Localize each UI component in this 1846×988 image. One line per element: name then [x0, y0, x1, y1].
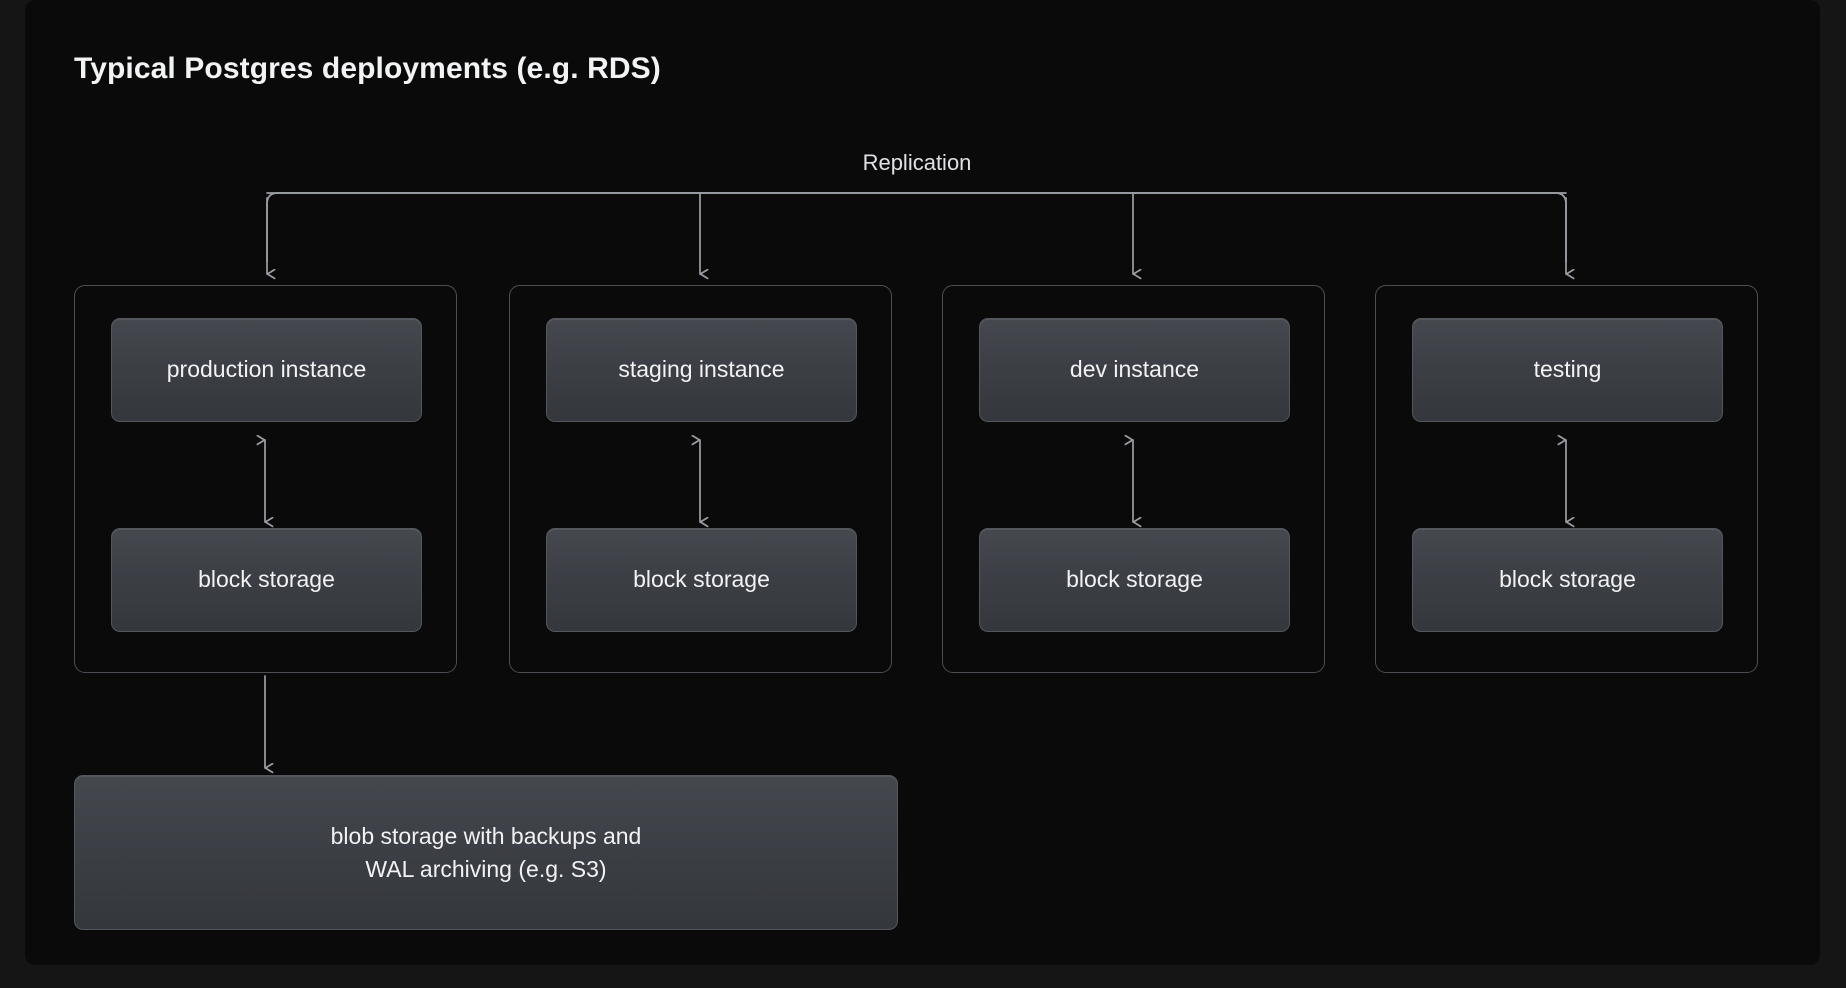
node-blob-storage-label: blob storage with backups and WAL archiv… — [330, 822, 642, 882]
node-dev-block-storage-label: block storage — [1066, 566, 1203, 593]
node-dev-instance-label: dev instance — [1069, 356, 1200, 383]
node-staging-instance-label: staging instance — [618, 356, 785, 383]
env-group-production: production instance block storage — [74, 285, 457, 673]
env-group-dev: dev instance block storage — [942, 285, 1325, 673]
node-testing-instance-label: testing — [1533, 356, 1602, 383]
node-blob-storage[interactable]: blob storage with backups and WAL archiv… — [74, 775, 898, 930]
node-production-instance[interactable]: production instance — [111, 318, 422, 422]
node-production-block-storage[interactable]: block storage — [111, 528, 422, 632]
node-staging-instance[interactable]: staging instance — [546, 318, 857, 422]
node-production-block-storage-label: block storage — [198, 566, 335, 593]
env-group-testing: testing block storage — [1375, 285, 1758, 673]
page-title: Typical Postgres deployments (e.g. RDS) — [74, 52, 661, 85]
node-dev-instance[interactable]: dev instance — [979, 318, 1290, 422]
node-staging-block-storage-label: block storage — [633, 566, 770, 593]
node-testing-instance[interactable]: testing — [1412, 318, 1723, 422]
node-testing-block-storage[interactable]: block storage — [1412, 528, 1723, 632]
env-group-staging: staging instance block storage — [509, 285, 892, 673]
node-staging-block-storage[interactable]: block storage — [546, 528, 857, 632]
node-testing-block-storage-label: block storage — [1499, 566, 1636, 593]
node-dev-block-storage[interactable]: block storage — [979, 528, 1290, 632]
node-production-instance-label: production instance — [166, 356, 367, 383]
